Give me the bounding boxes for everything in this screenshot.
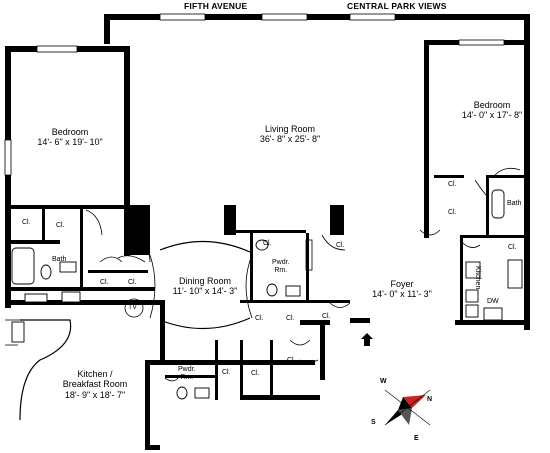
bedroom-left-dims: 14'- 6" x 19'- 10"	[37, 137, 103, 148]
kitchen-breakfast-label: Kitchen / Breakfast Room 18'- 9" x 18'- …	[50, 369, 140, 400]
bedroom-right-dims: 14'- 0" x 17'- 8"	[461, 110, 523, 121]
living-room-name: Living Room	[264, 124, 316, 134]
bedroom-right-label: Bedroom 14'- 0" x 17'- 8"	[452, 100, 532, 121]
entry-arrow	[361, 333, 373, 346]
closet-label: Cl.	[286, 315, 295, 322]
closet-label: Cl.	[322, 313, 331, 320]
closet-label: Cl.	[56, 222, 65, 229]
kitchen-small-label: Kitchen	[474, 266, 481, 290]
fixtures	[11, 189, 523, 400]
tv-label: TV	[128, 304, 137, 311]
closet-label: Cl.	[100, 279, 109, 286]
dishwasher-label: DW	[487, 298, 499, 305]
compass	[384, 389, 431, 426]
closet-label: Cl.	[251, 370, 260, 377]
powder-room-upper-line1: Pwdr.	[272, 259, 290, 266]
compass-s: S	[371, 419, 376, 426]
door-swings	[85, 167, 521, 382]
closet-label: Cl.	[22, 219, 31, 226]
bedroom-left-label: Bedroom 14'- 6" x 19'- 10"	[30, 127, 110, 148]
closet-label: Cl.	[448, 209, 457, 216]
closet-label: Cl.	[287, 357, 296, 364]
fifth-avenue-label: FIFTH AVENUE	[184, 1, 248, 11]
bedroom-right-name: Bedroom	[473, 100, 511, 110]
kitchen-breakfast-name-2: Breakfast Room	[62, 379, 128, 390]
dining-room-label: Dining Room 11'- 10" x 14'- 3"	[160, 276, 250, 297]
powder-room-lower-line2: Rm.	[180, 374, 194, 382]
dining-room-dims: 11'- 10" x 14'- 3"	[172, 286, 238, 297]
closet-label: Cl.	[336, 242, 345, 249]
kitchen-breakfast-dims: 18'- 9" x 18'- 7"	[64, 389, 126, 400]
kitchen-counter	[19, 319, 72, 421]
dining-room-curve	[159, 240, 251, 330]
closet-label: Cl.	[508, 244, 517, 251]
bath-right-label: Bath	[507, 200, 522, 207]
kitchen-breakfast-name-1: Kitchen /	[77, 369, 113, 379]
foyer-dims: 14'- 0" x 11'- 3"	[372, 289, 432, 300]
powder-room-upper-line2: Rm.	[274, 267, 288, 275]
compass-n: N	[427, 396, 433, 403]
foyer-label: Foyer 14'- 0" x 11'- 3"	[362, 279, 442, 300]
powder-room-lower-label: Pwdr. Rm.	[178, 366, 196, 382]
closet-label: Cl.	[222, 369, 231, 376]
living-room-label: Living Room 36'- 8" x 25'- 8"	[245, 124, 335, 145]
compass-e: E	[414, 435, 419, 442]
closet-label: Cl.	[255, 315, 264, 322]
bath-left-label: Bath	[52, 256, 67, 263]
powder-room-upper-label: Pwdr. Rm.	[272, 259, 290, 275]
interior-walls	[5, 46, 524, 400]
powder-room-lower-line1: Pwdr.	[178, 366, 196, 373]
compass-w: W	[380, 378, 387, 385]
closet-label: Cl.	[128, 279, 137, 286]
windows	[4, 13, 505, 176]
foyer-name: Foyer	[390, 279, 414, 289]
dining-room-name: Dining Room	[178, 276, 232, 286]
central-park-views-label: CENTRAL PARK VIEWS	[347, 1, 447, 11]
living-room-dims: 36'- 8" x 25'- 8"	[259, 134, 321, 145]
closet-label: Cl.	[263, 240, 272, 247]
closet-label: Cl.	[448, 181, 457, 188]
bedroom-left-name: Bedroom	[51, 127, 89, 137]
